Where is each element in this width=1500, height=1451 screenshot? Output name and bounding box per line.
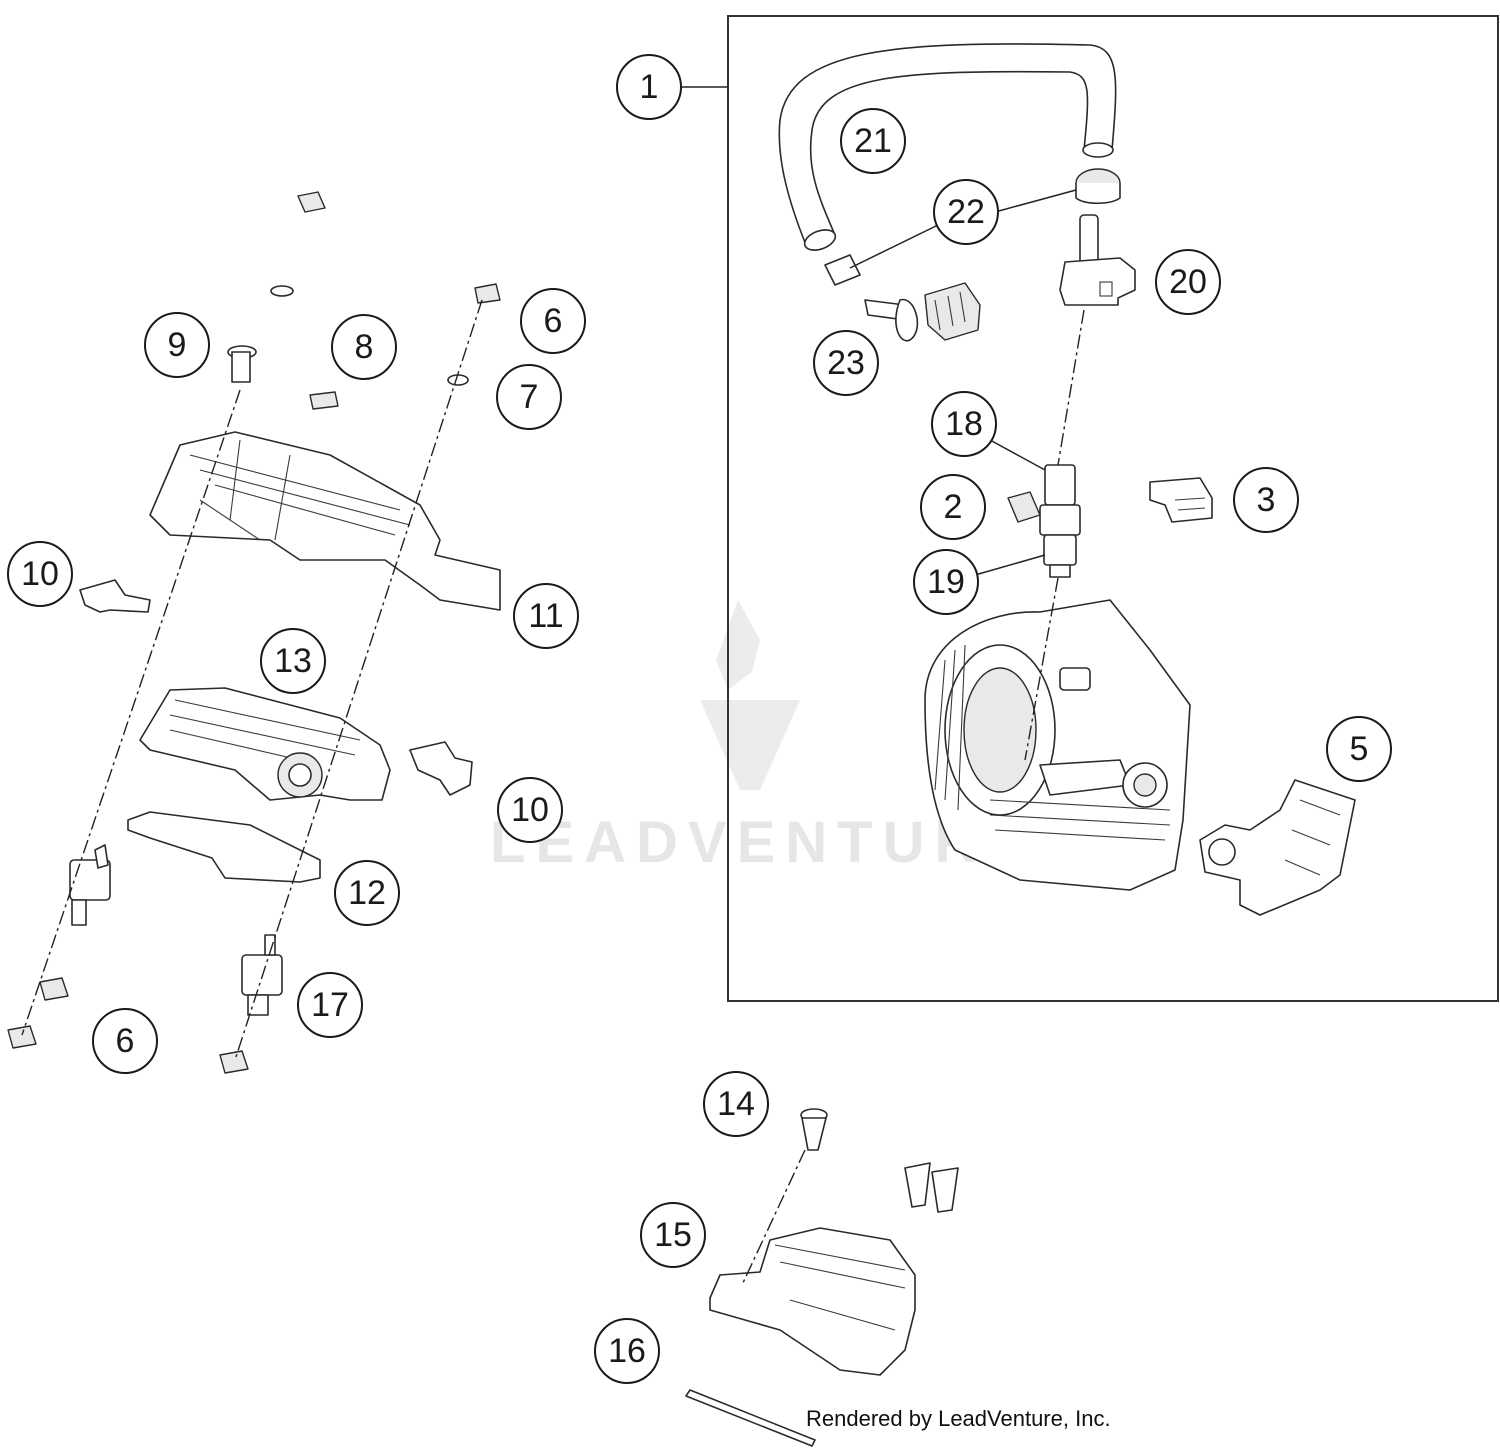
callout-18-label: 18 <box>945 405 983 443</box>
seal-part-2 <box>1007 491 1041 523</box>
leader-22 <box>994 189 1077 213</box>
callout-23: 23 <box>813 330 879 396</box>
callout-22-label: 22 <box>947 193 985 231</box>
callout-17-label: 17 <box>311 986 349 1024</box>
callout-20-label: 20 <box>1169 263 1207 301</box>
callout-20: 20 <box>1155 249 1221 315</box>
callout-22: 22 <box>933 179 999 245</box>
callout-19: 19 <box>913 549 979 615</box>
hose-part-21 <box>778 43 1117 251</box>
watermark: LEADVENTURE <box>490 600 1035 875</box>
screws-part-extra <box>904 1162 959 1213</box>
assembly-1-frame <box>727 15 1499 1002</box>
axis-left-1 <box>21 389 241 1036</box>
callout-2-label: 2 <box>944 488 963 526</box>
axis-left-2 <box>234 299 483 1061</box>
callout-5: 5 <box>1326 716 1392 782</box>
clip-part-3 <box>1149 477 1213 523</box>
watermark-text: LEADVENTURE <box>490 810 1035 875</box>
callout-3: 3 <box>1233 467 1299 533</box>
callout-13-label: 13 <box>274 642 312 680</box>
callout-23-label: 23 <box>827 344 865 382</box>
leader-18 <box>989 439 1046 471</box>
nut-part-top <box>270 191 501 410</box>
injector-part-18 <box>1039 464 1081 578</box>
callout-1-label: 1 <box>640 68 659 106</box>
callout-21-label: 21 <box>854 122 892 160</box>
callout-11-label: 11 <box>528 597 563 635</box>
callout-18: 18 <box>931 391 997 457</box>
axis-right-lower <box>1024 577 1059 761</box>
sensor-part-5 <box>1199 779 1356 916</box>
callout-9-label: 9 <box>168 326 187 364</box>
callout-7: 7 <box>496 364 562 430</box>
callout-14-label: 14 <box>717 1085 755 1123</box>
gasket-part-16 <box>685 1389 816 1447</box>
render-credit: Rendered by LeadVenture, Inc. <box>806 1406 1111 1431</box>
nut-part-6 <box>7 977 249 1074</box>
callout-16-label: 16 <box>608 1332 646 1370</box>
unit-part-13 <box>139 687 391 801</box>
callout-1: 1 <box>616 54 682 120</box>
callout-12: 12 <box>334 860 400 926</box>
leader-22b <box>849 224 939 269</box>
callout-6-bottom-label: 6 <box>116 1022 135 1060</box>
connector-part-23 <box>864 282 981 342</box>
screw-part-14 <box>800 1108 828 1151</box>
callout-8: 8 <box>331 314 397 380</box>
spacer-part-left <box>69 844 111 926</box>
housing-part-15 <box>709 1227 916 1376</box>
throttle-body <box>924 599 1191 891</box>
callout-10-bottom: 10 <box>497 777 563 843</box>
callout-16: 16 <box>594 1318 660 1384</box>
callout-2: 2 <box>920 474 986 540</box>
axis-right-vertical <box>1057 309 1085 466</box>
callout-11: 11 <box>513 583 579 649</box>
callout-12-label: 12 <box>348 874 386 912</box>
callout-17: 17 <box>297 972 363 1038</box>
callout-13: 13 <box>260 628 326 694</box>
pad-part-12 <box>127 811 321 883</box>
callout-15-label: 15 <box>654 1216 692 1254</box>
callout-15: 15 <box>640 1202 706 1268</box>
bracket-part-10b <box>409 741 473 796</box>
cover-part-11 <box>149 431 501 611</box>
callout-3-label: 3 <box>1257 481 1276 519</box>
bolt-part-9 <box>227 345 257 383</box>
callout-8-label: 8 <box>355 328 374 366</box>
clamp-part-22 <box>824 168 1121 286</box>
callout-19-label: 19 <box>927 563 965 601</box>
leader-19 <box>974 554 1046 576</box>
callout-9: 9 <box>144 312 210 378</box>
watermark-logo-icon <box>700 600 800 790</box>
sensor-part-20 <box>1059 214 1136 306</box>
callout-14: 14 <box>703 1071 769 1137</box>
callout-10-top-label: 10 <box>21 555 59 593</box>
callout-6-bottom: 6 <box>92 1008 158 1074</box>
callout-21: 21 <box>840 108 906 174</box>
callout-6-top-label: 6 <box>544 302 563 340</box>
bracket-part-10a <box>79 579 151 613</box>
callout-7-label: 7 <box>520 378 539 416</box>
callout-10-bottom-label: 10 <box>511 791 549 829</box>
callout-6-top: 6 <box>520 288 586 354</box>
callout-10-top: 10 <box>7 541 73 607</box>
callout-5-label: 5 <box>1350 730 1369 768</box>
